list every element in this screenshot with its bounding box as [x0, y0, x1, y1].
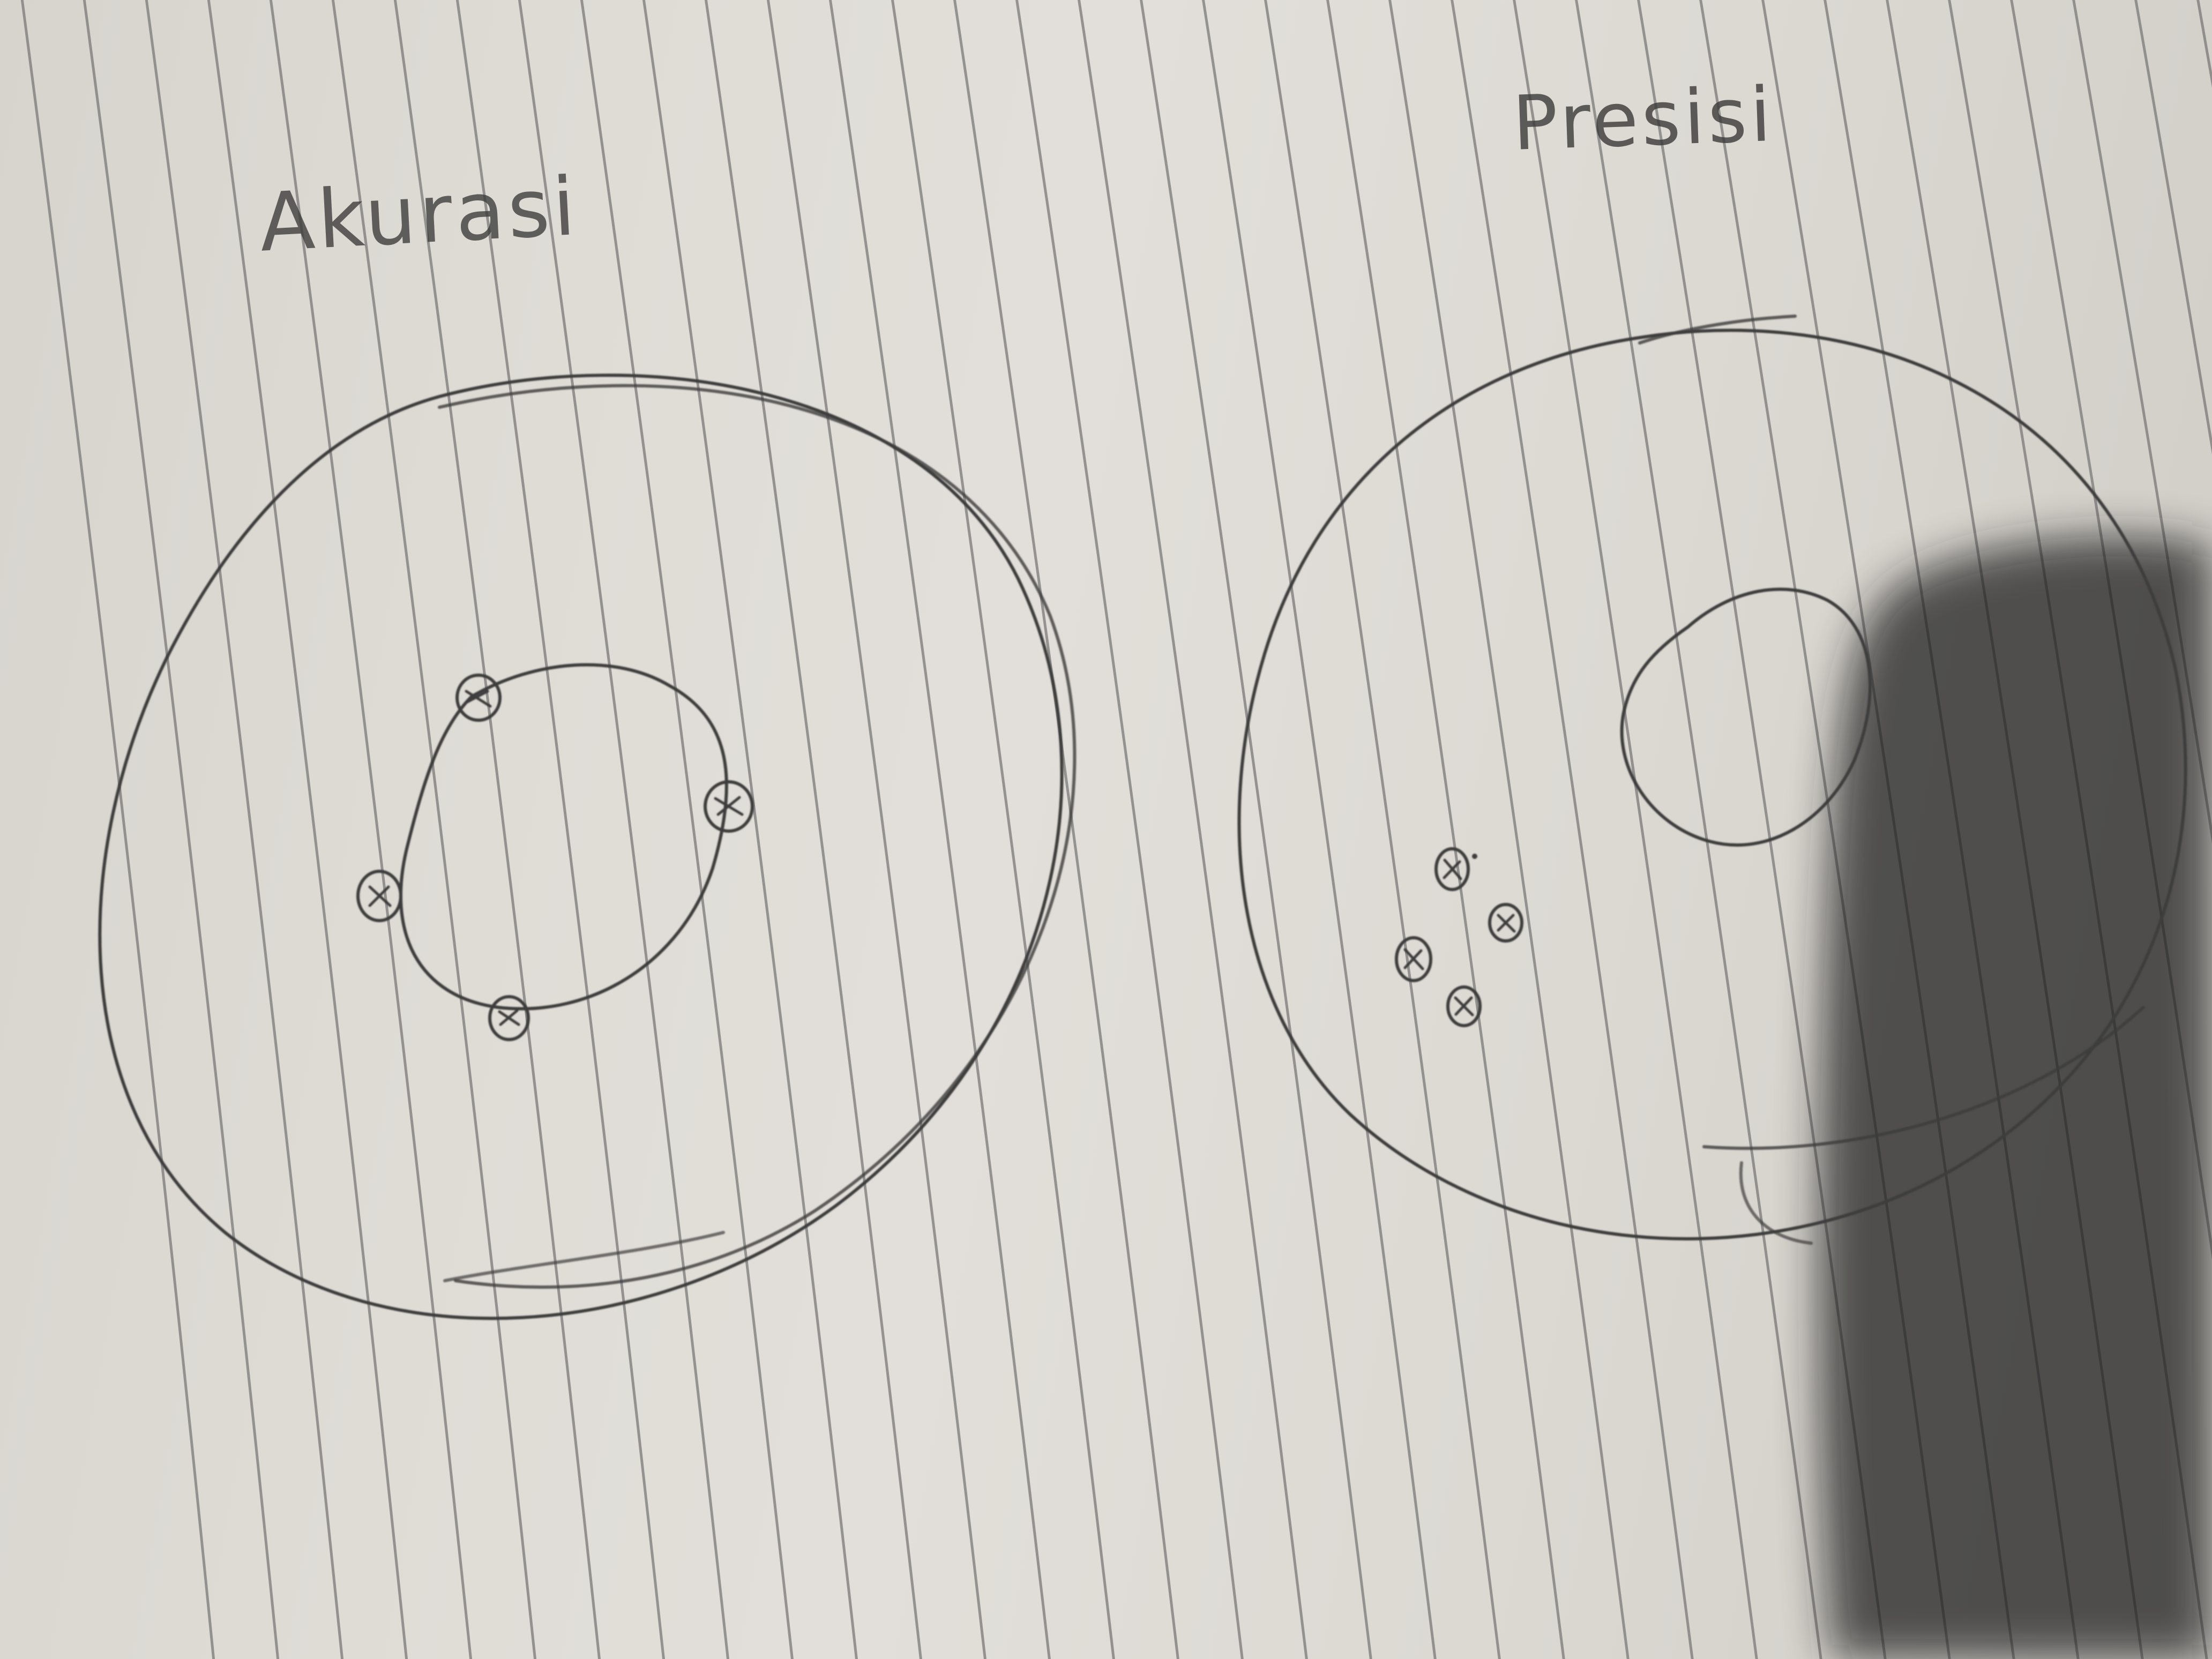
ruled-line — [1140, 0, 1372, 1659]
ruled-line — [1451, 0, 1694, 1659]
ruled-line — [891, 0, 1115, 1659]
ruled-line — [1513, 0, 1758, 1659]
accuracy-target — [98, 373, 1077, 1320]
ruled-line — [2134, 0, 2212, 455]
ruled-line — [207, 0, 408, 1659]
hit-mark — [1434, 847, 1470, 891]
inner-ring — [399, 663, 728, 1011]
ruled-line — [1264, 0, 1501, 1659]
ruled-line — [269, 0, 473, 1659]
outer-ring — [98, 373, 1064, 1320]
outer-ring-overdraw — [1702, 1006, 2145, 1150]
ruled-line — [766, 0, 987, 1659]
ruled-line — [455, 0, 665, 1659]
ruled-line — [518, 0, 729, 1659]
ruled-line — [828, 0, 1051, 1659]
ruled-line — [953, 0, 1179, 1659]
hit-mark — [1446, 985, 1482, 1027]
hit-mark — [488, 995, 530, 1041]
ruled-line — [1388, 0, 1630, 1659]
ruled-line — [1202, 0, 1437, 1659]
ruled-line — [1575, 0, 1822, 1659]
ruled-line — [20, 0, 215, 1659]
inner-ring — [1620, 587, 1872, 847]
ruled-line — [1078, 0, 1308, 1659]
ruled-line — [1326, 0, 1565, 1659]
precision-target — [1237, 315, 2187, 1245]
outer-ring-stroke-start — [1638, 315, 1797, 345]
hit-mark — [1395, 936, 1432, 982]
ruled-line — [1015, 0, 1244, 1659]
ruled-line — [145, 0, 344, 1659]
outer-ring-stroke-end — [1739, 1161, 1813, 1245]
ruled-line — [580, 0, 794, 1659]
hit-mark — [356, 870, 402, 922]
ruled-line — [331, 0, 537, 1659]
label-presisi: Presisi — [1511, 71, 1776, 168]
outer-ring-overdraw — [438, 384, 1077, 1289]
outer-ring-stroke-end — [443, 1231, 725, 1282]
label-akurasi: Akurasi — [257, 160, 581, 270]
ruled-line — [83, 0, 280, 1659]
ruled-line — [393, 0, 601, 1659]
outer-ring — [1237, 328, 2187, 1240]
stray-dot — [1472, 854, 1477, 859]
ruled-line — [704, 0, 922, 1659]
hit-mark — [1488, 903, 1523, 943]
hit-mark — [455, 674, 502, 722]
hit-mark — [704, 780, 754, 833]
hand-shadow — [1818, 536, 2212, 1659]
ruled-line — [642, 0, 858, 1659]
